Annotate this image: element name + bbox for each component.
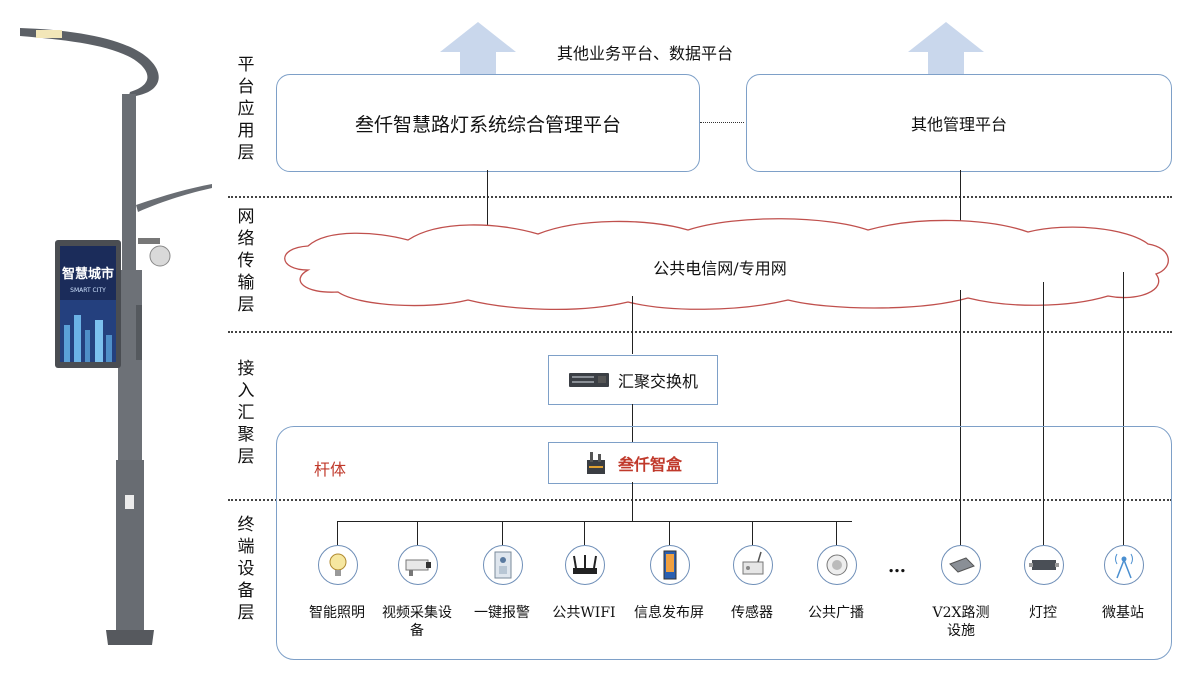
line-cloud-to-lightcontrol: [1043, 282, 1044, 545]
terminal-label-alarm: 一键报警: [474, 605, 530, 621]
terminal-label-light-control: 灯控: [1029, 605, 1057, 621]
drop-wifi: [584, 521, 585, 545]
display-icon: [650, 545, 690, 585]
other-platform-label: 其他管理平台: [910, 115, 1007, 134]
terminal-label-wifi: 公共WIFI: [552, 605, 616, 621]
drop-alarm: [502, 521, 503, 545]
separator-network-access: [228, 331, 1172, 333]
drop-broadcast: [836, 521, 837, 545]
light-control-icon: [1024, 545, 1064, 585]
separator-platform-network: [228, 196, 1172, 198]
switch-icon: [568, 373, 609, 387]
camera-dome-icon: [149, 245, 171, 267]
main-platform-box: 叁仟智慧路灯系统综合管理平台: [276, 74, 700, 172]
up-arrow-left: [440, 22, 516, 74]
line-box-to-bus: [632, 482, 633, 522]
line-cloud-to-v2x: [960, 290, 961, 545]
wifi-router-icon: [565, 545, 605, 585]
terminal-label-v2x: V2X路测设施: [932, 605, 990, 639]
pole-body-container: [276, 426, 1172, 660]
terminal-label-video: 视频采集设备: [382, 605, 452, 639]
network-cloud: [284, 218, 1169, 311]
camera-icon: [398, 545, 438, 585]
speaker-icon: [817, 545, 857, 585]
layer-label-access: 接入汇聚层: [237, 359, 255, 467]
cloud-label: 公共电信网/专用网: [653, 259, 787, 278]
line-switch-to-box: [632, 404, 633, 444]
v2x-icon: [941, 545, 981, 585]
terminal-label-lighting: 智能照明: [309, 605, 365, 621]
terminal-bus-line: [337, 521, 852, 522]
drop-sensor: [752, 521, 753, 545]
terminal-label-display: 信息发布屏: [634, 605, 704, 621]
screen-subtitle: SMART CITY: [70, 287, 106, 294]
sensor-icon: [733, 545, 773, 585]
layer-label-platform: 平台应用层: [237, 55, 255, 163]
bulb-icon: [318, 545, 358, 585]
smart-pole-illustration: 智慧城市 SMART CITY: [20, 28, 212, 645]
line-cloud-to-basestation: [1123, 272, 1124, 545]
terminal-label-broadcast: 公共广播: [808, 605, 864, 621]
platform-caption: 其他业务平台、数据平台: [556, 44, 733, 63]
smart-box-label: 叁仟智盒: [617, 455, 682, 474]
drop-display: [669, 521, 670, 545]
layer-label-network: 网络传输层: [237, 207, 255, 315]
terminal-label-sensor: 传感器: [731, 605, 773, 621]
separator-access-terminal: [228, 499, 1172, 501]
screen-title: 智慧城市: [62, 266, 114, 282]
terminal-label-base-station: 微基站: [1102, 605, 1144, 621]
alarm-icon: [483, 545, 523, 585]
pole-body-label: 杆体: [314, 460, 347, 479]
layer-label-terminal: 终端设备层: [237, 515, 255, 623]
switch-box: 汇聚交换机: [548, 355, 718, 405]
terminal-ellipsis: …: [888, 556, 906, 577]
drop-video: [417, 521, 418, 545]
line-other-to-cloud: [960, 170, 961, 228]
switch-label: 汇聚交换机: [617, 372, 698, 391]
upward-arrows: [440, 22, 984, 74]
smart-box-icon: [586, 452, 605, 474]
base-station-icon: [1104, 545, 1144, 585]
line-main-to-cloud: [487, 170, 488, 232]
lamp-head-icon: [36, 30, 62, 38]
other-platform-box: 其他管理平台: [746, 74, 1172, 172]
platform-link-dotted: [700, 122, 744, 123]
drop-lighting: [337, 521, 338, 545]
main-platform-label: 叁仟智慧路灯系统综合管理平台: [354, 113, 621, 136]
smart-box: 叁仟智盒: [548, 442, 718, 484]
line-cloud-to-switch: [632, 296, 633, 354]
up-arrow-right: [908, 22, 984, 74]
